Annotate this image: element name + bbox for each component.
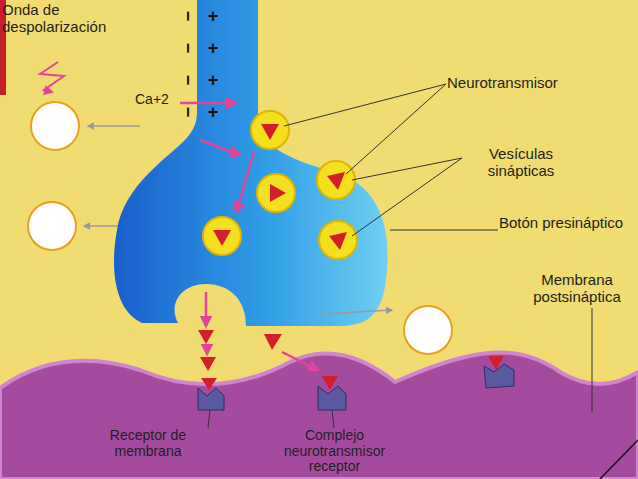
vesicle-arrow (236, 152, 254, 212)
leader-line (332, 410, 334, 428)
receptors (198, 364, 514, 410)
leader-line (346, 84, 446, 174)
wave-arrow (40, 62, 64, 92)
charge-sign: + (206, 38, 220, 58)
charge-sign: − (178, 105, 198, 119)
part-label: Complejo neurotransmisor receptor (272, 428, 397, 475)
ion (31, 102, 79, 150)
charge-sign: + (206, 6, 220, 26)
figure-label: Onda de despolarización (2, 2, 142, 36)
part-label: Botón presináptico (496, 215, 626, 232)
transmitter (264, 334, 282, 350)
gray-arrow (322, 310, 392, 314)
release-arrow (206, 347, 209, 354)
transmitter (200, 357, 216, 371)
vesicle (203, 217, 241, 255)
leader-line (390, 230, 498, 231)
ion-arrows (84, 126, 392, 314)
vesicle (251, 111, 289, 149)
ion (28, 202, 76, 250)
part-label: Membrana postsináptica (516, 272, 638, 306)
release-arrow (282, 352, 318, 370)
charge-sign: − (178, 41, 198, 55)
gray-arrow (88, 125, 140, 127)
charge-sign: + (206, 70, 220, 90)
corner-line (600, 440, 638, 479)
ion-circles (28, 102, 452, 354)
ion-label: Ca+2 (135, 92, 195, 108)
charge-sign: − (178, 73, 198, 87)
receptor (484, 364, 514, 388)
charge-sign: + (206, 102, 220, 122)
vesicle (257, 174, 295, 212)
part-label: Vesículas sinápticas (456, 146, 586, 180)
pink-arrows (40, 62, 318, 370)
released-neurotransmitter (198, 330, 504, 390)
receptor (318, 386, 346, 410)
vesicles (203, 111, 357, 259)
release-arrow (205, 292, 208, 326)
leader-lines (208, 84, 592, 428)
ion (404, 306, 452, 354)
part-label: Neurotransmisor (447, 75, 632, 92)
transmitter (198, 330, 214, 344)
part-label: Receptor de membrana (88, 428, 208, 459)
calcium-arrow (200, 140, 240, 155)
vesicle (317, 161, 355, 199)
receptor (198, 388, 224, 410)
leader-line (592, 308, 593, 412)
leader-line (352, 158, 462, 236)
charge-sign: − (178, 9, 198, 23)
postsynaptic-membrane (0, 352, 638, 479)
leader-line (208, 410, 210, 428)
leader-line (284, 84, 446, 126)
gray-arrow (84, 225, 118, 227)
vesicle (319, 221, 357, 259)
leader-line (352, 158, 462, 180)
transmitter (201, 378, 217, 390)
presynaptic-bouton (114, 0, 388, 326)
